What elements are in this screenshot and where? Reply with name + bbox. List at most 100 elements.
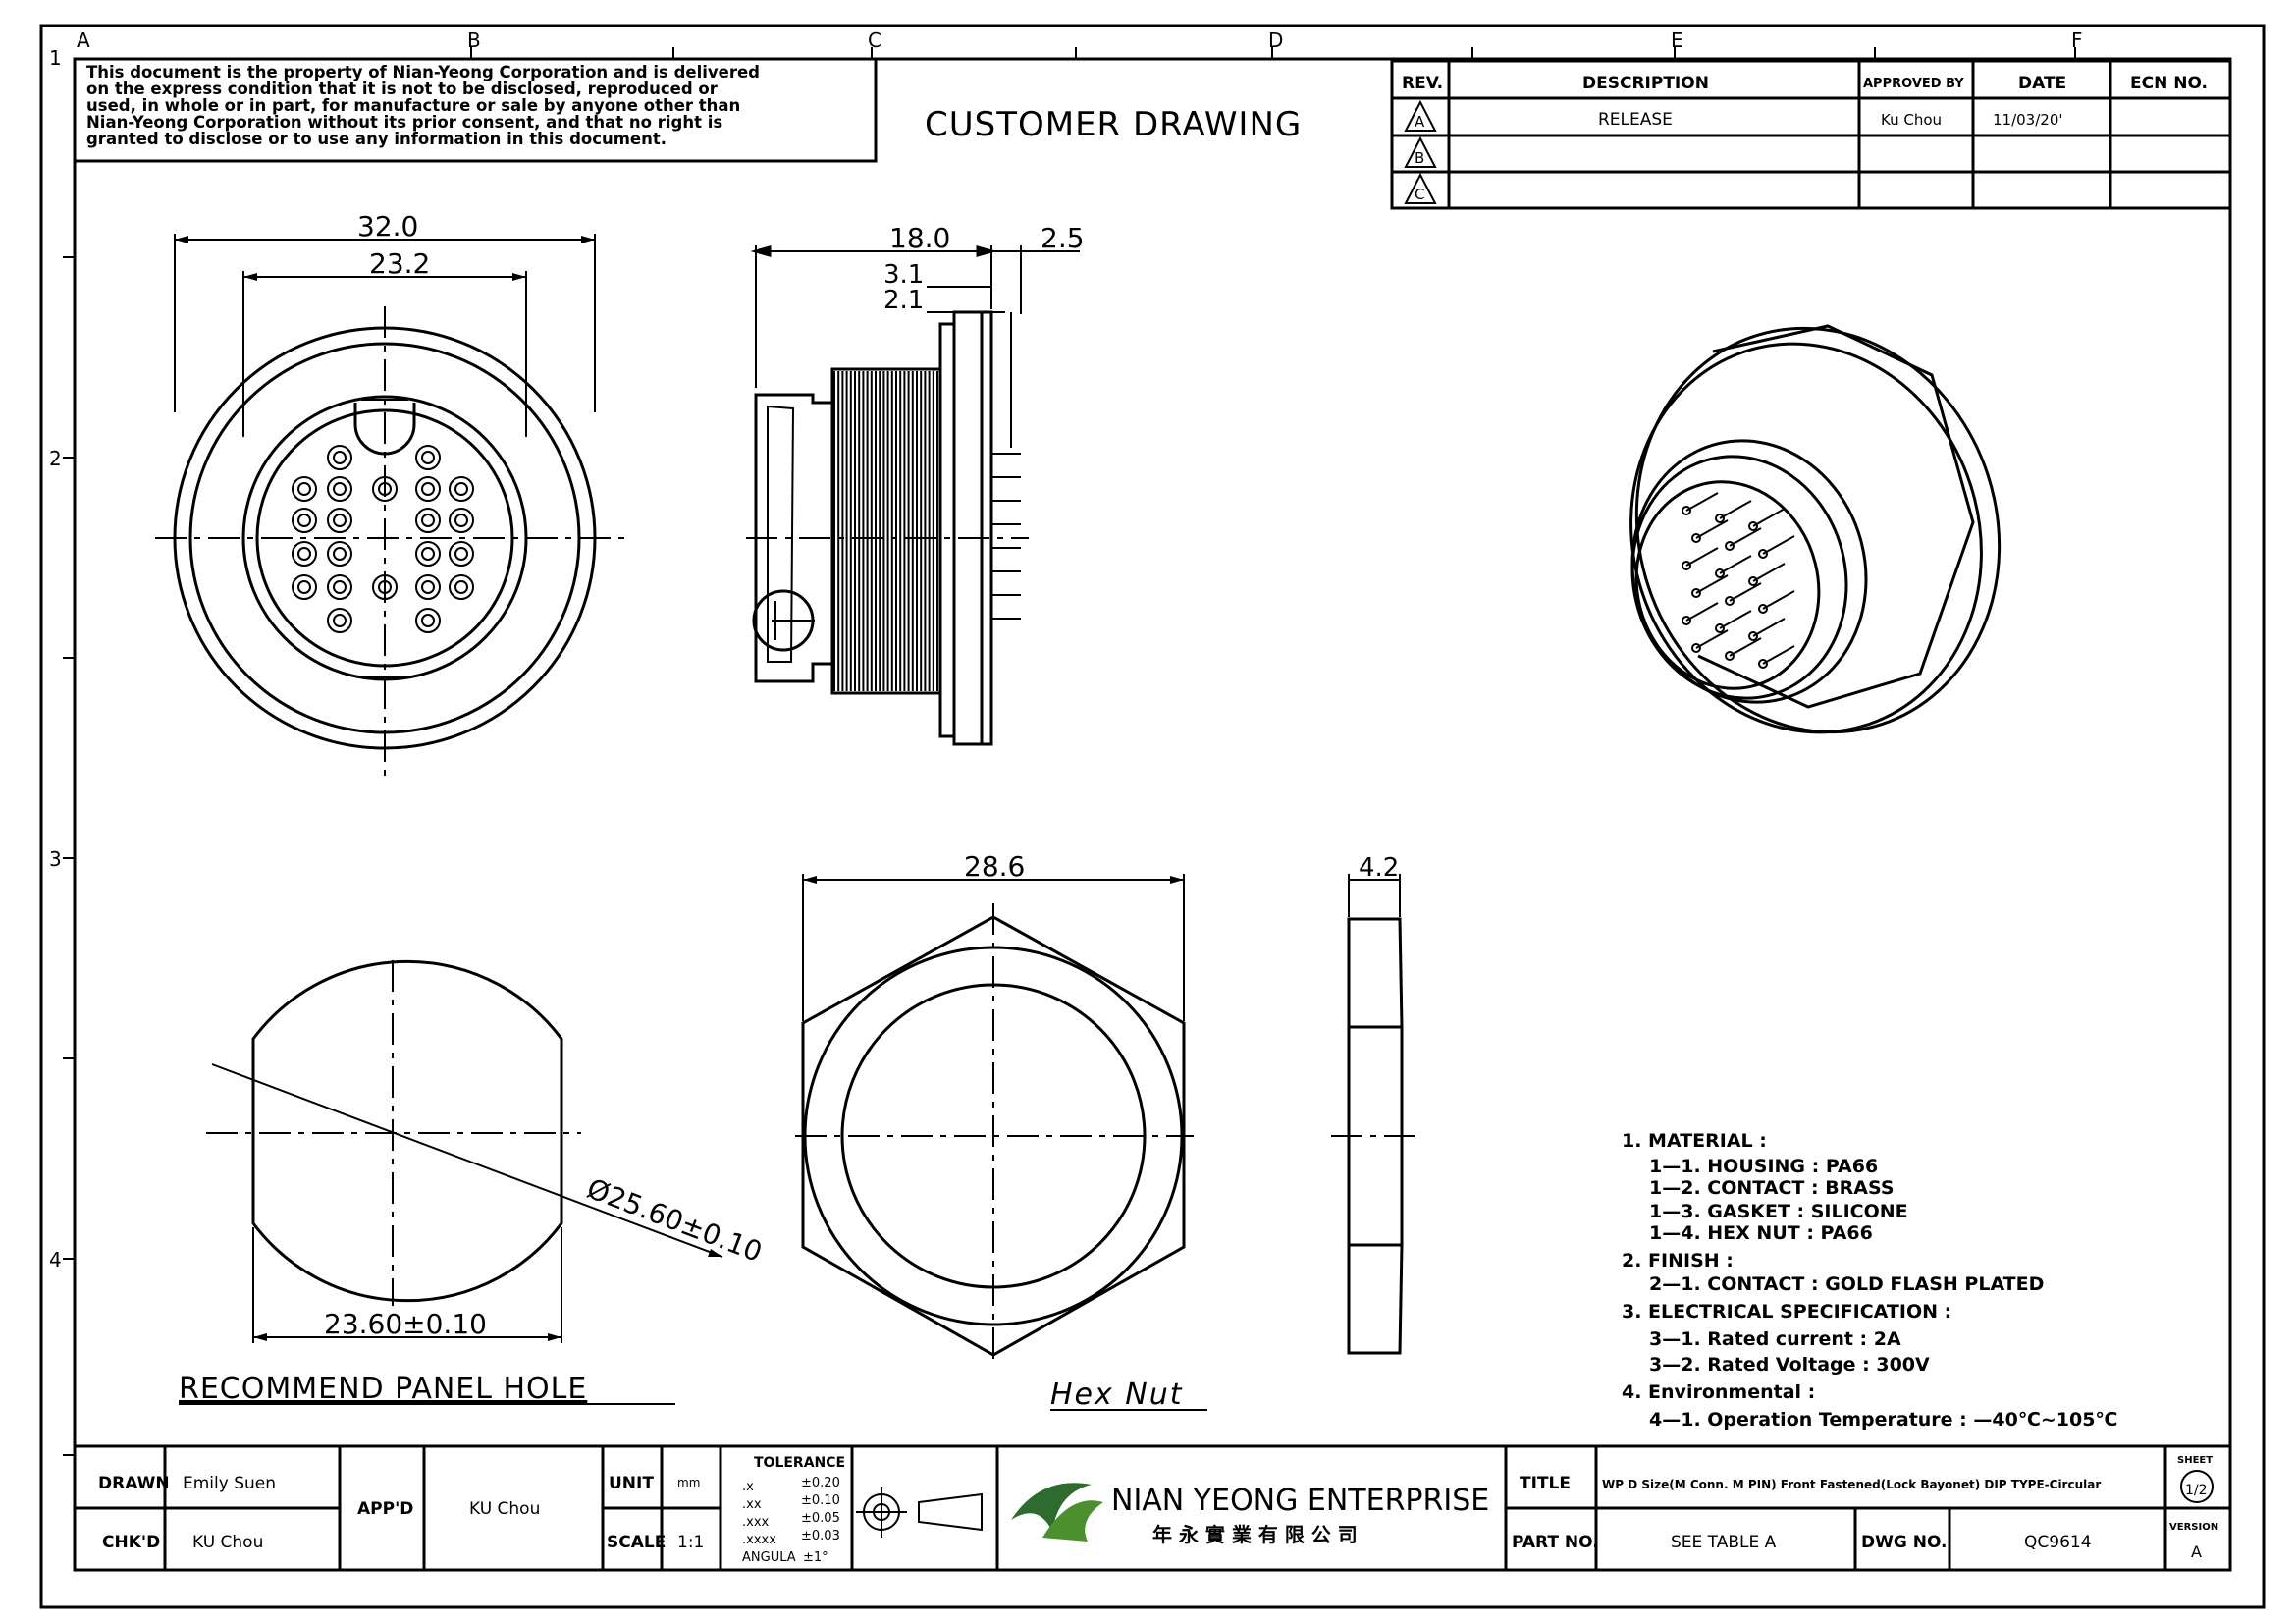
ecn-header: ECN NO. [2130,74,2208,93]
contact-pin [327,608,352,633]
company-name-en: NIAN YEONG ENTERPRISE [1111,1484,1489,1518]
contact-pin-core [378,580,392,594]
grid-row-3: 3 [49,847,62,871]
contact-pin [292,541,317,567]
iso-pin [1695,629,1729,649]
iso-pin [1762,590,1795,610]
iso-pin-tip [1691,533,1701,543]
tol-val-2: ±0.10 [801,1493,840,1508]
grid-rows: 1 2 3 4 [49,46,62,1271]
dim-side-b: 2.1 [883,286,924,315]
iso-pin [1719,555,1752,574]
iso-pin-tip [1758,549,1768,559]
contact-pin [292,476,317,502]
tol-key-2: .xx [742,1497,762,1512]
iso-pin [1729,637,1762,657]
contact-pin-core [454,514,468,527]
contact-pin [327,541,352,567]
iso-pin [1695,574,1729,594]
chkd-value: KU Chou [192,1533,263,1552]
contact-pin-core [421,451,435,464]
company-logo [1011,1483,1103,1542]
title-block [73,1444,2232,1572]
iso-pin-tip [1682,616,1691,625]
note-line-12: 4—1. Operation Temperature : —40℃~105℃ [1649,1409,2117,1431]
appd-value: KU Chou [469,1499,540,1519]
dim-front-inner: 23.2 [369,247,430,280]
contact-pin-core [421,482,435,496]
contact-pin [449,541,474,567]
contact-pin-core [333,482,347,496]
iso-pin [1685,492,1719,512]
contact-pin-core [297,547,311,561]
chkd-label: CHK'D [102,1533,160,1552]
iso-pin-tip [1682,561,1691,570]
note-line-8: 3. ELECTRICAL SPECIFICATION : [1622,1301,1951,1323]
contact-pin-core [333,547,347,561]
part-no-value: SEE TABLE A [1671,1533,1777,1552]
hex-nut-label: Hex Nut [1050,1378,1184,1412]
drawn-label: DRAWN [98,1474,170,1493]
title-label: TITLE [1520,1474,1571,1493]
iso-pin [1685,547,1719,567]
side-view [746,245,1080,746]
version-value: A [2191,1542,2202,1561]
dim-front-outer: 32.0 [357,210,418,243]
tol-key-1: .x [742,1480,754,1494]
contact-pin-core [333,614,347,627]
dim-panel-flat: 23.60±0.10 [324,1308,487,1340]
iso-pin [1762,535,1795,555]
grid-col-b: B [467,28,481,52]
contact-pins [292,445,474,633]
appd-label: APP'D [357,1499,413,1519]
dwg-no-value: QC9614 [2024,1533,2092,1552]
iso-pin-tip [1748,521,1758,531]
contact-pin [415,476,441,502]
revision-row-a: A RELEASE Ku Chou 11/03/20' [1404,99,2063,132]
contact-pin-core [333,451,347,464]
notice-line-4: Nian-Yeong Corporation without its prior… [86,113,722,132]
contact-pin [449,508,474,533]
notice-line-5: granted to disclose or to use any inform… [86,130,667,148]
dim-hex-thickness: 4.2 [1359,853,1399,883]
dwg-no-label: DWG NO. [1861,1533,1948,1552]
grid-row-2: 2 [49,447,62,470]
sheet-circle [2180,1470,2214,1503]
iso-pin-tip [1748,631,1758,641]
note-line-9: 3—1. Rated current : 2A [1649,1328,1901,1350]
iso-pin-tip [1758,604,1768,614]
revision-table [1390,59,2232,210]
rev-a-description: RELEASE [1598,110,1673,130]
title-value: WP D Size(M Conn. M PIN) Front Fastened(… [1602,1478,2101,1491]
note-line-2: 1—1. HOUSING : PA66 [1649,1156,1878,1177]
iso-pin-tip [1715,514,1725,523]
iso-pin [1729,582,1762,602]
panel-hole-label: RECOMMEND PANEL HOLE [179,1372,587,1406]
contact-pin [449,574,474,600]
contact-pin [327,476,352,502]
grid-col-e: E [1671,28,1683,52]
contact-pin-core [378,482,392,496]
drawing-title: CUSTOMER DRAWING [925,105,1302,144]
tol-val-5: ±1° [803,1550,828,1565]
dim-hex-width: 28.6 [964,850,1025,883]
iso-pin-tip [1748,576,1758,586]
iso-pin-tip [1715,568,1725,578]
contact-pin-core [421,514,435,527]
contact-pin [415,608,441,633]
rev-a-letter: A [1415,113,1425,131]
iso-pin [1685,602,1719,622]
contact-pin [415,541,441,567]
contact-pin-core [297,514,311,527]
dim-panel-diameter: Ø25.60±0.10 [582,1172,766,1269]
contact-pin [292,508,317,533]
note-line-6: 2. FINISH : [1622,1250,1734,1271]
iso-pin [1719,610,1752,629]
rev-a-approved: Ku Chou [1881,111,1942,129]
contact-pin [327,445,352,470]
iso-pin [1762,645,1795,665]
date-header: DATE [2018,74,2066,93]
tol-val-4: ±0.03 [801,1529,840,1543]
iso-pin-tip [1758,659,1768,669]
